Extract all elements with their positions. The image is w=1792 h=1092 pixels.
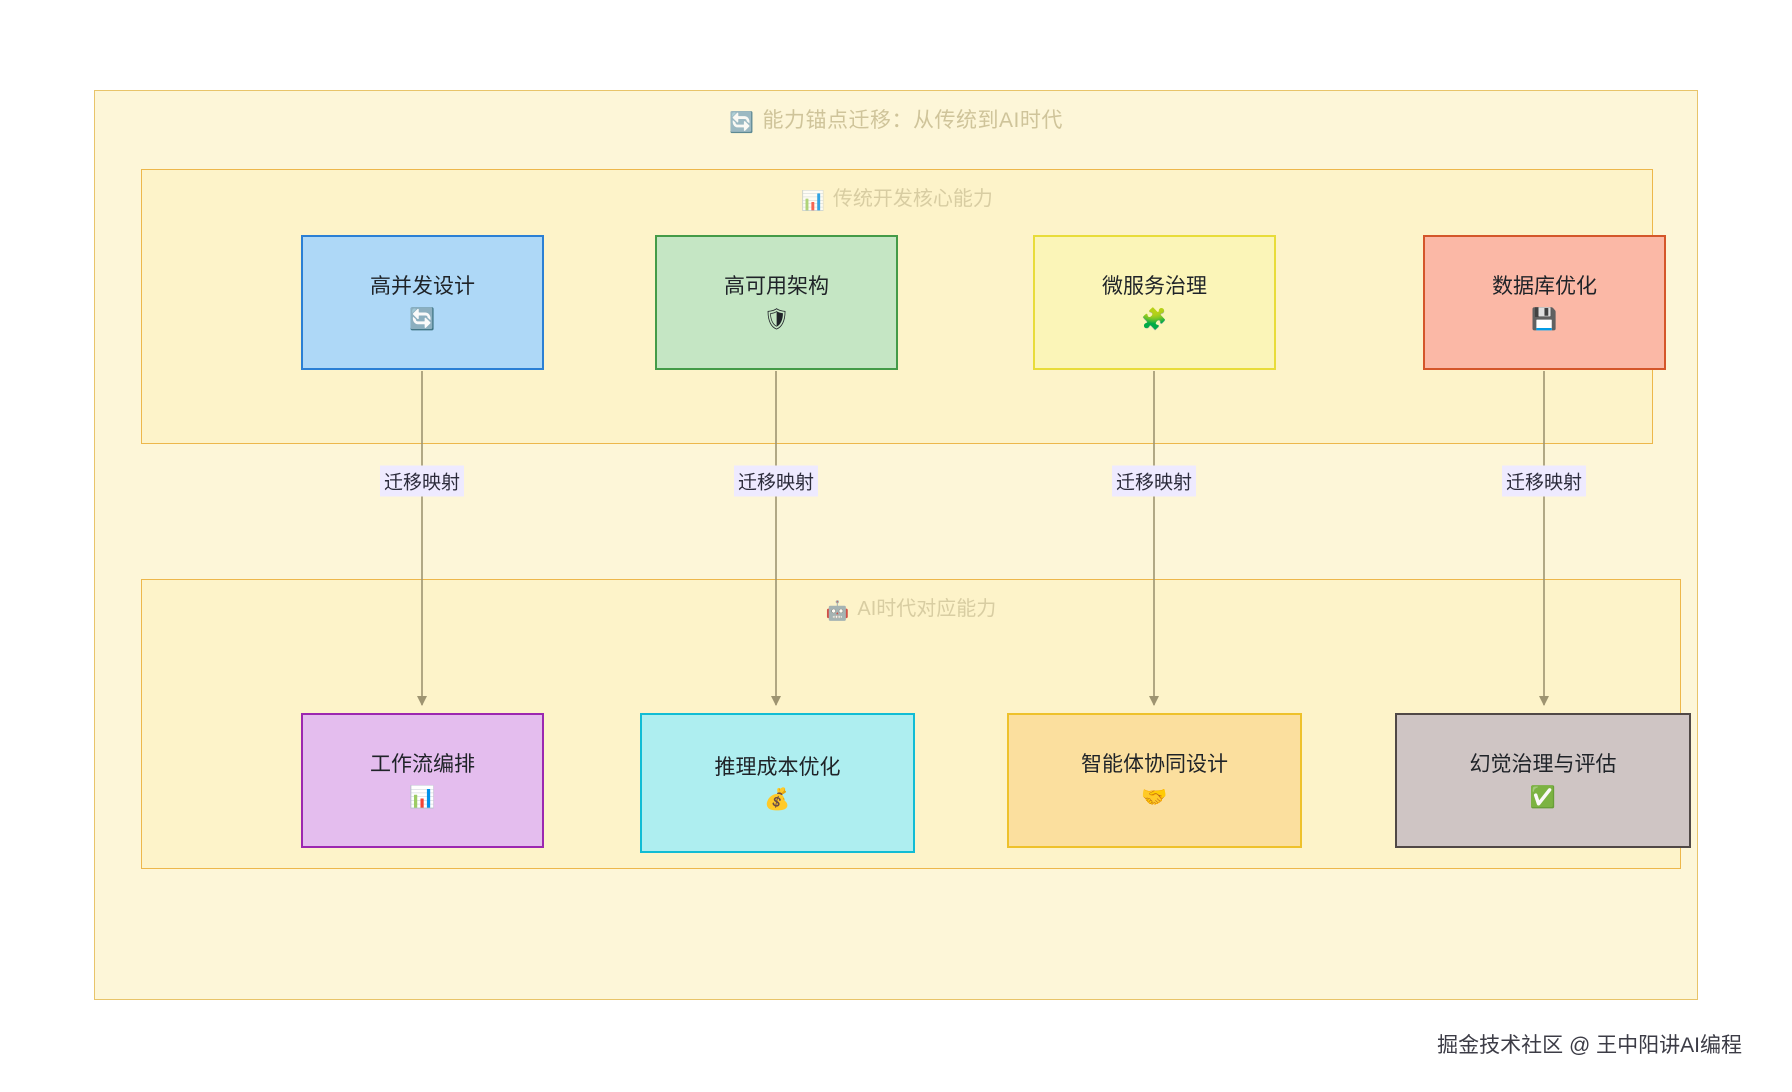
node-inference[interactable]: 推理成本优化 💰	[640, 713, 915, 853]
footer-watermark: 掘金技术社区 @ 王中阳讲AI编程	[1437, 1034, 1742, 1057]
node-microservice-label: 微服务治理	[1102, 275, 1207, 299]
diagram-title: 🔄 能力锚点迁移：从传统到AI时代	[95, 104, 1697, 135]
puzzle-piece-icon: 🧩	[1141, 307, 1168, 331]
node-hallucination[interactable]: 幻觉治理与评估 ✅	[1395, 713, 1691, 848]
node-availability-label: 高可用架构	[724, 275, 829, 299]
node-workflow-label: 工作流编排	[370, 753, 475, 777]
subgraph-traditional-label-text: 传统开发核心能力	[832, 188, 993, 210]
money-bag-icon: 💰	[764, 788, 791, 812]
node-agent-label: 智能体协同设计	[1081, 753, 1228, 777]
node-concurrency[interactable]: 高并发设计 🔄	[301, 235, 544, 370]
shield-icon: 🛡	[763, 307, 790, 331]
node-inference-label: 推理成本优化	[714, 755, 841, 779]
edge-label-availability-inference: 迁移映射	[733, 465, 819, 497]
robot-icon: 🤖	[825, 601, 850, 622]
node-workflow[interactable]: 工作流编排 📊	[301, 713, 544, 848]
node-database-label: 数据库优化	[1492, 275, 1597, 299]
subgraph-ai-label-text: AI时代对应能力	[857, 598, 997, 620]
edge-label-concurrency-workflow: 迁移映射	[379, 465, 465, 497]
floppy-disk-icon: 💾	[1531, 307, 1558, 331]
recycle-icon: 🔄	[729, 112, 755, 134]
node-microservice[interactable]: 微服务治理 🧩	[1033, 235, 1276, 370]
bar-chart-icon: 📊	[409, 785, 436, 809]
diagram-title-text: 能力锚点迁移：从传统到AI时代	[762, 109, 1063, 132]
diagram-canvas: 🔄 能力锚点迁移：从传统到AI时代 迁移映射 迁移映射 迁移映射 迁移映射 📊 传统…	[94, 90, 1698, 1000]
check-mark-icon: ✅	[1529, 785, 1557, 809]
subgraph-traditional-label: 📊 传统开发核心能力	[142, 182, 1652, 213]
node-hallucination-label: 幻觉治理与评估	[1469, 753, 1617, 777]
handshake-icon: 🤝	[1141, 785, 1168, 809]
node-database[interactable]: 数据库优化 💾	[1423, 235, 1666, 370]
edge-label-database-hallucination: 迁移映射	[1501, 465, 1587, 497]
node-agent[interactable]: 智能体协同设计 🤝	[1007, 713, 1302, 848]
edge-label-microservice-agent: 迁移映射	[1111, 465, 1197, 497]
node-availability[interactable]: 高可用架构 🛡	[655, 235, 898, 370]
node-concurrency-label: 高并发设计	[370, 275, 475, 299]
bar-chart-icon: 📊	[801, 191, 825, 212]
recycle-icon: 🔄	[409, 307, 436, 331]
subgraph-ai-label: 🤖 AI时代对应能力	[142, 592, 1680, 623]
